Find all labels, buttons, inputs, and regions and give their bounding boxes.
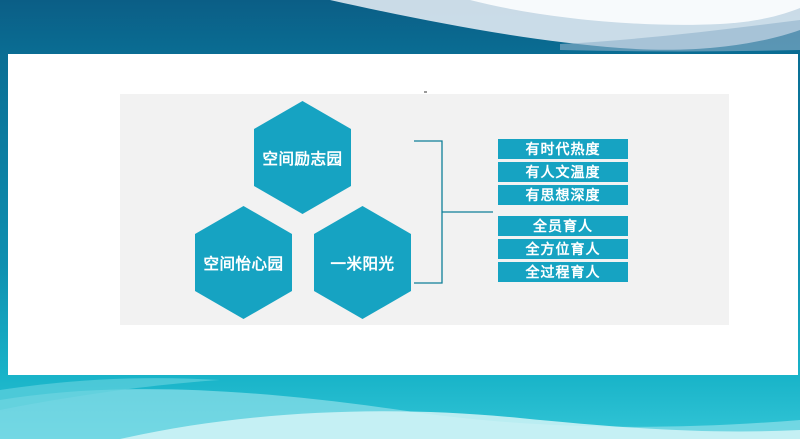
hexagon-top: 空间励志园 — [254, 101, 351, 214]
top-wave-band — [560, 20, 800, 52]
hexagon-label: 一米阳光 — [330, 254, 395, 273]
label-box-top-1: 有时代热度 — [498, 139, 628, 159]
hexagon-bottom-left: 空间怡心园 — [195, 206, 292, 319]
bottom-wave-highlight — [120, 411, 800, 439]
hexagon-shape — [254, 101, 351, 214]
label-box-bottom-3: 全过程育人 — [498, 262, 628, 282]
hexagon-label: 空间励志园 — [262, 149, 343, 168]
hexagon-label: 空间怡心园 — [203, 254, 284, 273]
label-box-bottom-1: 全员育人 — [498, 216, 628, 236]
label-box-top-3: 有思想深度 — [498, 185, 628, 205]
label-box-bottom-2: 全方位育人 — [498, 239, 628, 259]
label-box-top-2: 有人文温度 — [498, 162, 628, 182]
hexagon-shape — [195, 206, 292, 319]
hexagon-shape — [314, 206, 411, 319]
bottom-wave-arc — [0, 378, 220, 410]
hexagon-bottom-right: 一米阳光 — [314, 206, 411, 319]
stray-dot — [424, 91, 427, 93]
top-wave-light — [470, 0, 800, 25]
